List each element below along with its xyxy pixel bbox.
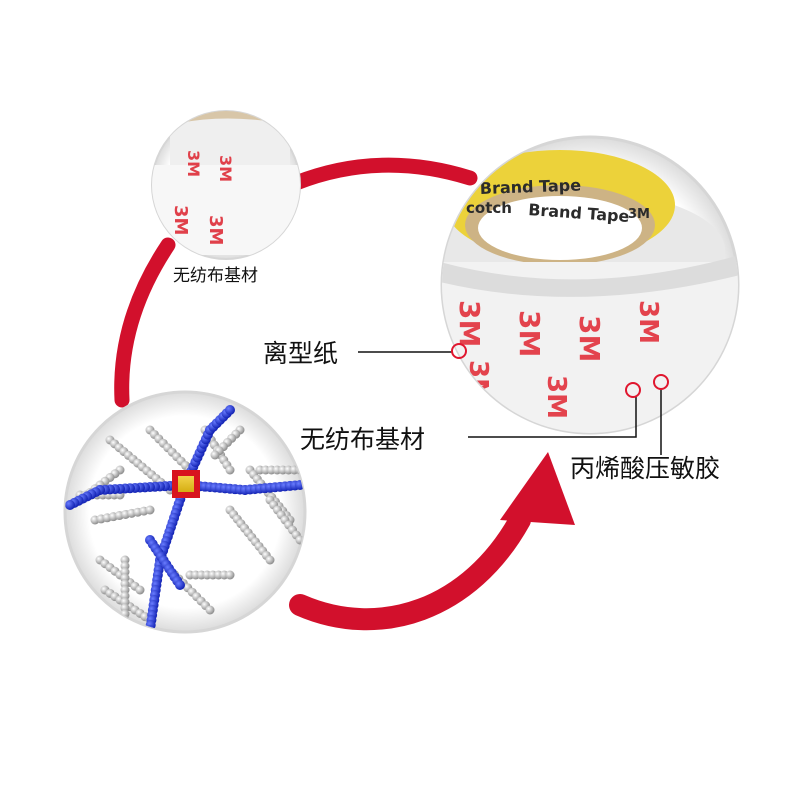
release-paper-label: 离型纸 [263,339,339,368]
molecule-bubble [63,390,307,634]
acrylic-adhesive-label: 丙烯酸压敏胶 [570,454,721,483]
arrow-arc-bottom [289,509,531,631]
polymer-bead [175,580,185,590]
svg-text:3M: 3M [573,315,606,362]
tape-print-line2: cotch [466,199,512,217]
nonwoven-leader [468,397,637,438]
svg-text:3M: 3M [184,150,203,177]
svg-text:3M: 3M [633,300,663,344]
polymer-bead [145,505,155,515]
polymer-bead [65,500,75,510]
polymer-bead [225,465,235,475]
release-paper-marker [451,343,467,359]
svg-text:3M: 3M [170,205,191,235]
polymer-bead [205,605,215,615]
arrow-head [500,452,575,525]
svg-text:3M: 3M [513,310,546,357]
tape-print-line1: Brand Tape [479,175,581,198]
small-nonwoven-label: 无纺布基材 [173,266,258,286]
cycle-arrow [114,157,575,631]
svg-text:3M: 3M [541,375,571,419]
polymer-bead [265,555,275,565]
arrow-arc-top [288,157,478,191]
large-tape-bubble: Brand Tape cotch Brand Tape 3M 3M 3M 3M … [440,135,740,435]
svg-text:3M: 3M [205,215,226,245]
polymer-bead [225,570,235,580]
polymer-core [178,476,194,492]
nonwoven-marker [625,382,641,398]
polymer-bead [135,585,145,595]
polymer-bead [210,450,220,460]
callouts [358,343,669,455]
arrow-arc-left [114,237,176,408]
nonwoven-label: 无纺布基材 [300,425,426,454]
svg-text:3M: 3M [216,155,235,182]
polymer-bead [225,405,235,415]
small-tape-bubble: 3M 3M 3M 3M [151,110,301,260]
acrylic-marker [653,374,669,390]
tape-print-logo: 3M [628,207,650,222]
svg-text:3M: 3M [453,300,486,347]
